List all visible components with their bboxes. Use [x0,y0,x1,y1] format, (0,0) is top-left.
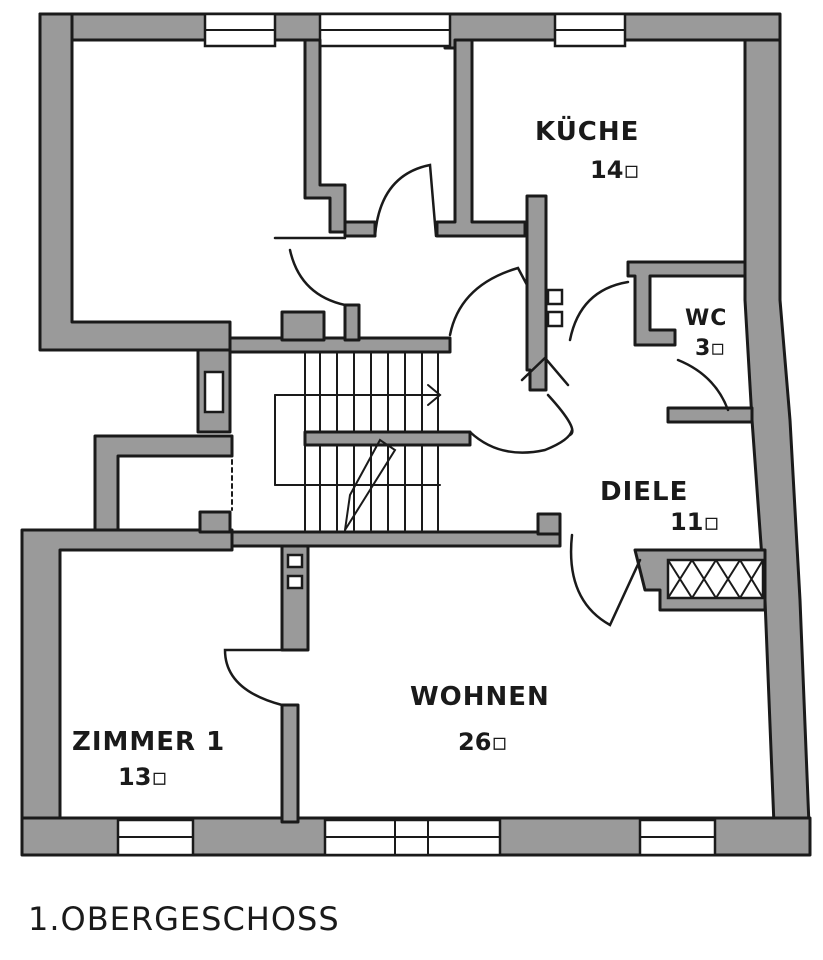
interior-wall-e [626,260,747,347]
room-name-wc: WC [685,306,727,331]
left-block [93,434,234,532]
room-name-diele: DIELE [600,477,688,507]
zimmer-wohnen-wall [280,544,310,652]
room-area-diele: 11▫ [670,508,720,536]
room-name-wohnen: WOHNEN [410,682,550,712]
room-area-zimmer1: 13▫ [118,763,168,791]
stair-top-wall [228,336,452,354]
interior-wall-b [435,38,527,238]
room-name-zimmer1: ZIMMER 1 [72,727,225,757]
wohnen-top-wall [230,530,562,548]
stair-middle-wall [303,430,472,447]
interior-wall-d [525,194,548,392]
doors [223,163,730,707]
room-area-wohnen: 26▫ [458,728,508,756]
interior-wall-a [303,38,347,234]
room-area-kueche: 14▫ [590,156,640,184]
floor-caption: 1.OBERGESCHOSS [28,900,340,938]
room-area-wc: 3▫ [695,336,725,361]
room-name-kueche: KÜCHE [535,114,639,147]
staircase [231,351,442,531]
right-wall [743,38,812,852]
wc-wall [666,406,754,424]
left-wall-upper [38,12,232,352]
interior-wall-c [343,220,377,238]
